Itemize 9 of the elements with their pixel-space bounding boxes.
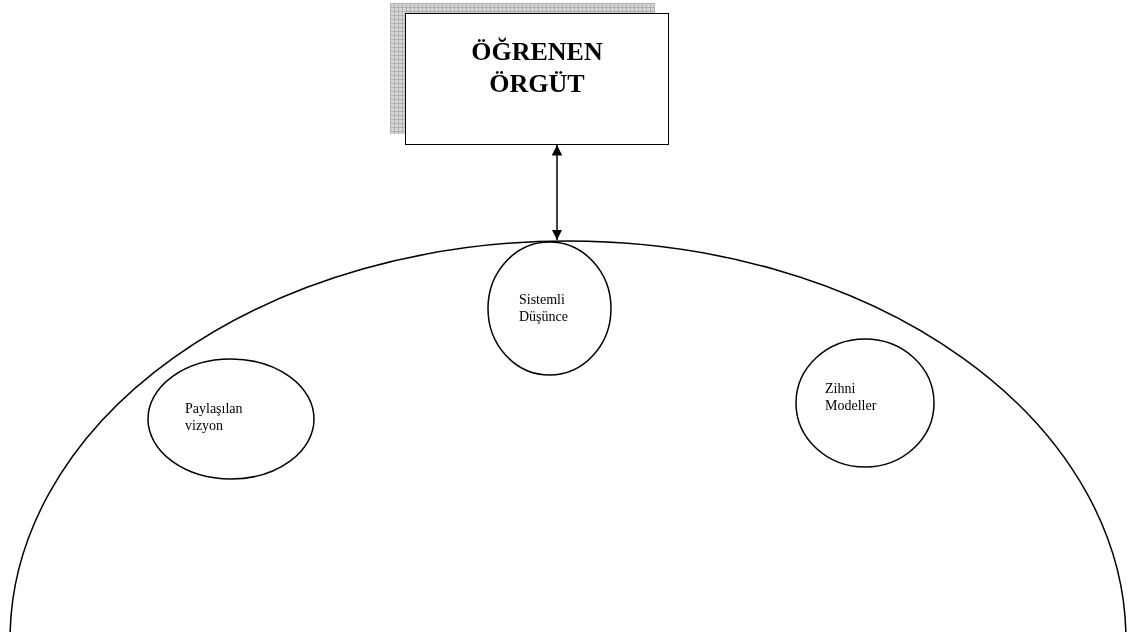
circle-label: Sistemli Düşünce	[519, 291, 569, 325]
concept-circle	[487, 241, 612, 376]
concept-circle	[147, 358, 315, 480]
circle-label: Paylaşılan vizyon	[185, 400, 244, 434]
double-arrow	[551, 144, 563, 241]
title-box	[405, 13, 669, 145]
concept-circle	[795, 338, 935, 468]
circle-label: Zihni Modeller	[825, 380, 878, 414]
box-title: ÖĞRENEN ÖRGÜT	[470, 36, 604, 100]
